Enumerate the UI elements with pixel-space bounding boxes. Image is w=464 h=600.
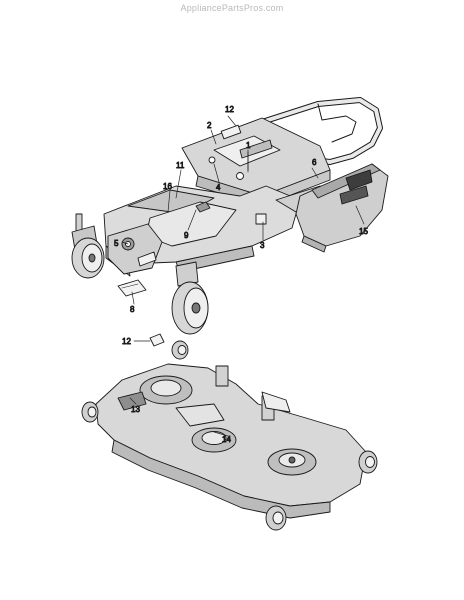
callout-labels: 12 2 1 4 6 11 16 9 5 3 15 8 12 13 14 — [114, 105, 369, 445]
callout-14: 14 — [222, 435, 231, 444]
callout-6: 6 — [312, 158, 317, 167]
callout-12: 12 — [122, 337, 131, 346]
callout-5: 5 — [114, 239, 119, 248]
deck-wheel-bottom — [265, 505, 287, 531]
callout-3: 3 — [260, 241, 265, 250]
callout-4: 4 — [216, 183, 221, 192]
callout-16: 16 — [163, 182, 172, 191]
rear-handle-frame — [259, 97, 383, 165]
callout-13: 13 — [131, 405, 140, 414]
front-panel — [107, 223, 163, 275]
front-caster-right — [171, 261, 209, 335]
callout-10: 12 — [225, 105, 234, 114]
watermark-text: AppliancePartsPros.com — [180, 3, 284, 13]
deck-wheel-left — [81, 401, 99, 423]
callout-2: 2 — [207, 121, 212, 130]
mower-deck — [95, 363, 367, 519]
deck-wheel-top — [171, 340, 189, 360]
callout-1: 1 — [246, 141, 251, 150]
seat-deck-body — [181, 117, 331, 207]
side-fuel-tank — [295, 163, 389, 253]
leader-lines — [121, 115, 365, 437]
callout-11: 11 — [176, 161, 185, 170]
callout-9: 9 — [184, 231, 189, 240]
front-caster-left — [71, 213, 105, 279]
deck-wheel-right — [358, 450, 378, 474]
small-bracket-12 — [149, 333, 165, 347]
callout-8: 8 — [130, 305, 135, 314]
decal-plate — [117, 279, 147, 297]
callout-15: 15 — [359, 227, 368, 236]
